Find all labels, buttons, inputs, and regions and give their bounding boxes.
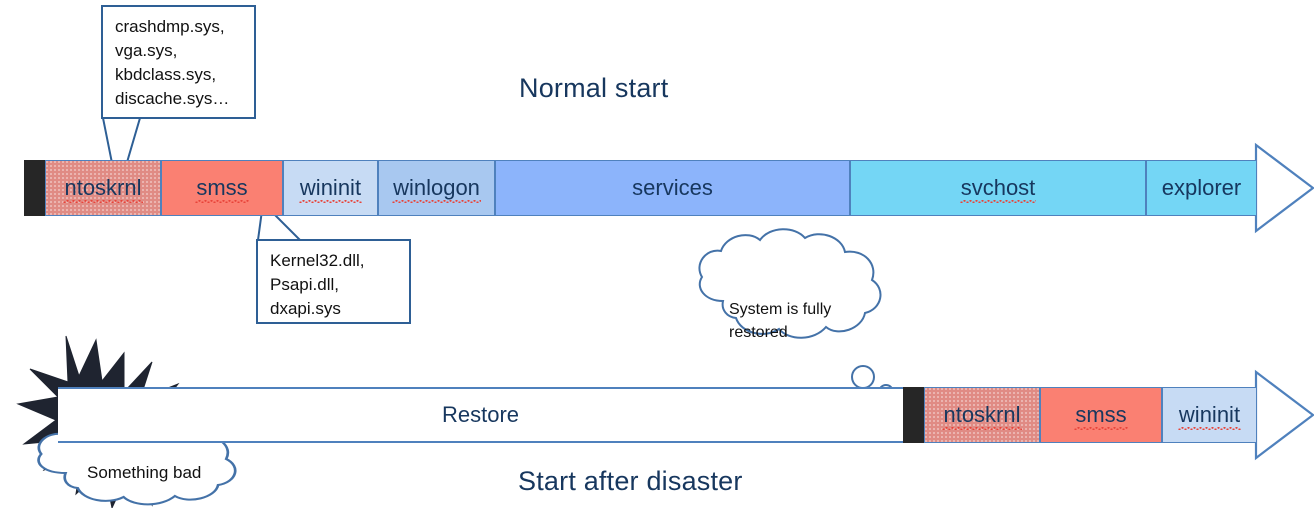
segment-label: wininit [1177,402,1242,430]
segment-label: explorer [1161,175,1242,200]
restore-band[interactable]: Restore [58,387,903,443]
segment-smss-disaster[interactable]: smss [1040,387,1162,443]
segment-ntoskrnl-disaster[interactable]: ntoskrnl [924,387,1040,443]
page-title-normal-start: Normal start [519,73,669,103]
segment-label: wininit [298,175,363,203]
segment-wininit-disaster[interactable]: wininit [1162,387,1257,443]
restore-label: Restore [441,402,520,427]
segment-winlogon-normal[interactable]: winlogon [378,160,495,216]
segment-label: ntoskrnl [63,175,143,203]
normal-timeline-arrowhead [1254,142,1314,234]
segment-wininit-normal[interactable]: wininit [283,160,378,216]
segment-boot-disaster[interactable] [903,387,924,443]
segment-ntoskrnl-normal[interactable]: ntoskrnl [45,160,161,216]
cloud-label-system-restored: System is fully restored [729,301,832,342]
segment-label: services [632,175,713,200]
segment-smss-normal[interactable]: smss [161,160,283,216]
segment-label: svchost [959,175,1036,203]
segment-svchost-normal[interactable]: svchost [850,160,1146,216]
segment-label: smss [1074,402,1128,430]
cloud-label-something-bad: Something bad [87,463,202,482]
segment-label: ntoskrnl [942,402,1022,430]
segment-explorer-normal[interactable]: explorer [1146,160,1257,216]
callout-box-libraries: Kernel32.dll, Psapi.dll, dxapi.sys [256,239,411,324]
segment-services-normal[interactable]: services [495,160,850,216]
segment-label: winlogon [392,175,481,203]
disaster-timeline-arrowhead [1254,369,1314,461]
page-title-start-after-disaster: Start after disaster [518,466,743,496]
callout-box-drivers: crashdmp.sys, vga.sys, kbdclass.sys, dis… [101,5,256,119]
segment-label: smss [195,175,249,203]
segment-boot-normal[interactable] [24,160,45,216]
